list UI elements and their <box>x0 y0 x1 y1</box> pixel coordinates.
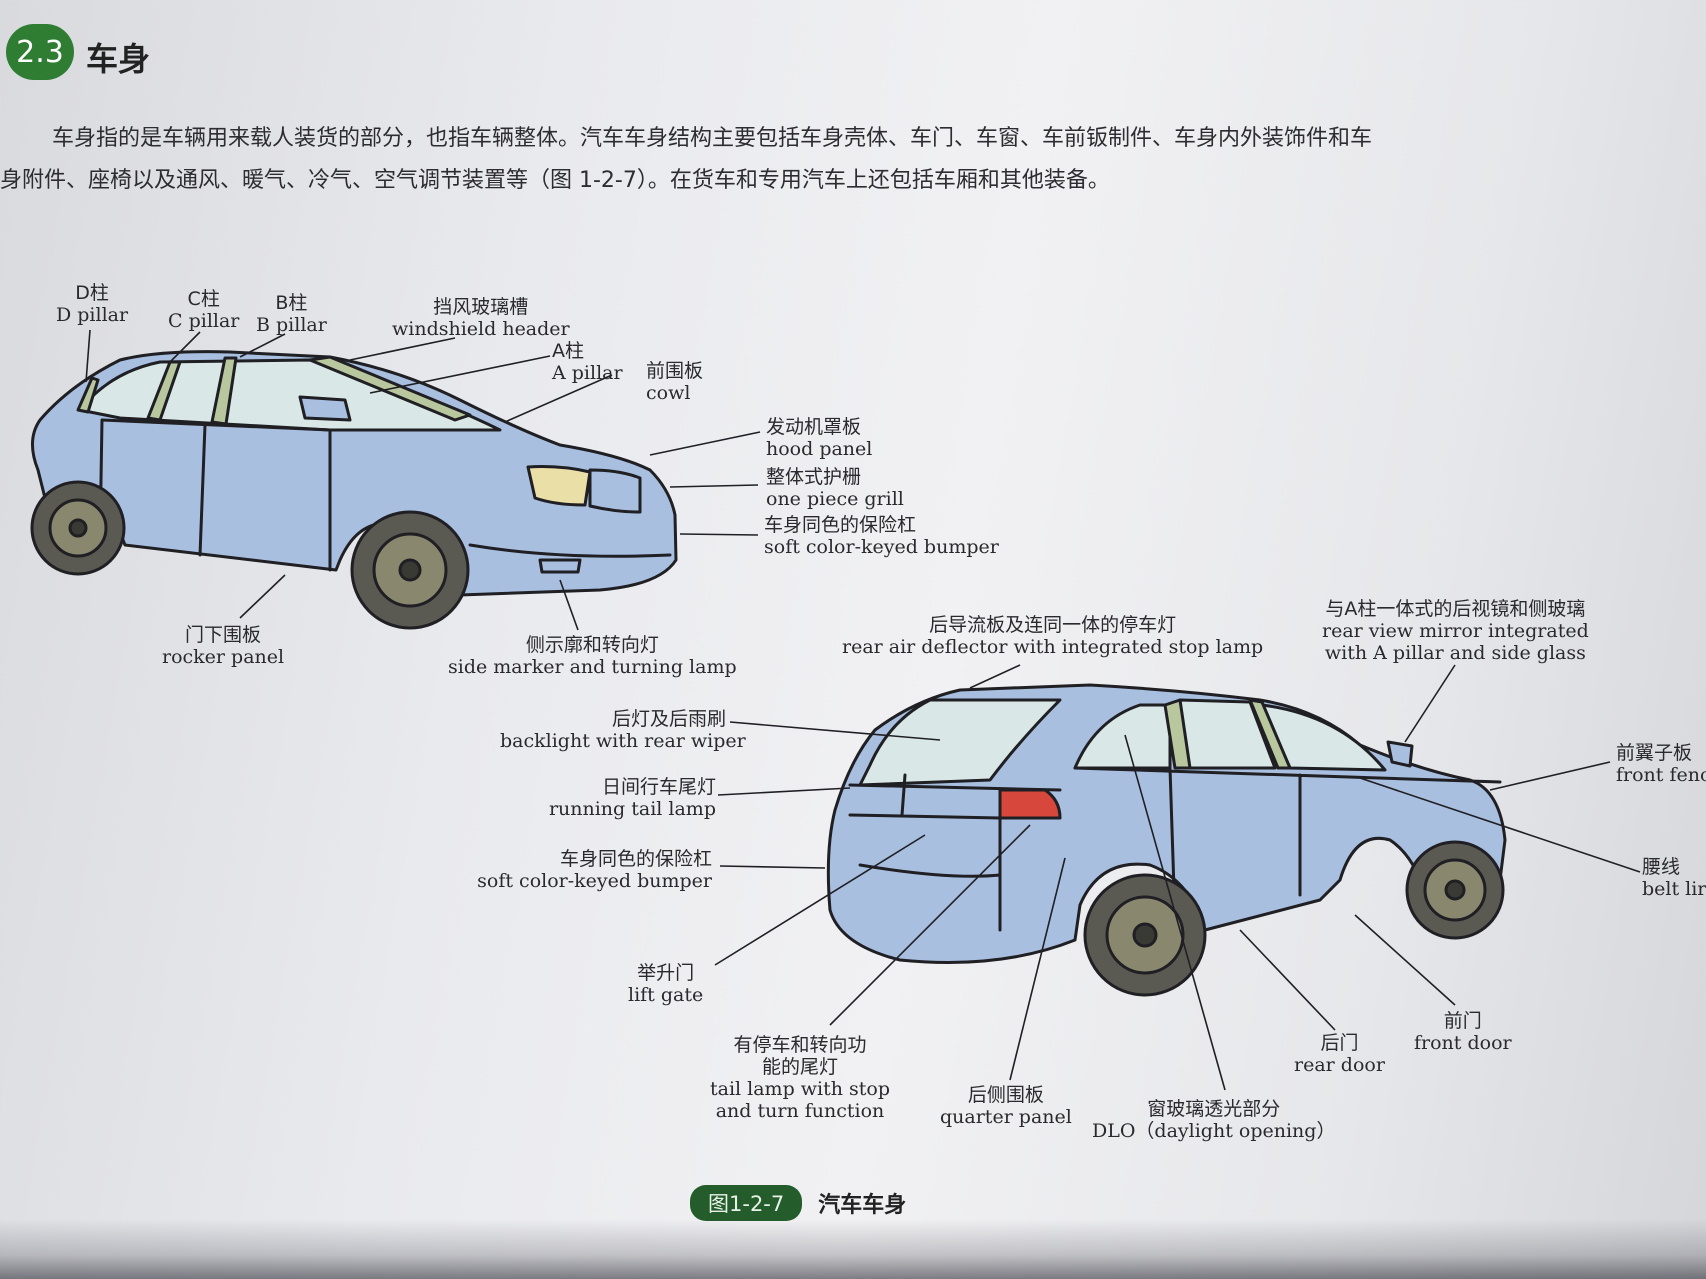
section-title: 车身 <box>86 40 151 78</box>
rear-car-illustration <box>826 683 1507 997</box>
paragraph-line-2: 身附件、座椅以及通风、暖气、冷气、空气调节装置等（图 1-2-7）。在货车和专用… <box>0 168 1110 193</box>
front-car-illustration <box>30 350 678 630</box>
front-car-mirror <box>298 395 352 422</box>
figure-title: 汽车车身 <box>818 1193 907 1218</box>
front-car-grill <box>588 468 642 514</box>
front-car-pillars <box>76 355 472 426</box>
leader-lines <box>85 329 1641 1091</box>
front-car-doors <box>98 418 332 572</box>
section-number-badge: 2.3 <box>6 24 74 80</box>
paragraph-line-1: 车身指的是车辆用来载人装货的部分，也指车辆整体。汽车车身结构主要包括车身壳体、车… <box>52 126 1373 151</box>
front-car-bumper <box>468 543 672 574</box>
rear-car-taillamp <box>998 788 1062 820</box>
intro-paragraph: 车身指的是车辆用来载人装货的部分，也指车辆整体。汽车车身结构主要包括车身壳体、车… <box>0 118 1706 202</box>
rear-car-lines <box>848 766 1502 932</box>
rear-car-pillars <box>1163 698 1292 770</box>
rear-car-side-glass <box>1073 698 1387 772</box>
figure-caption: 图1-2-7 汽车车身 <box>690 1185 906 1221</box>
figure-number: 图1-2-7 <box>690 1185 803 1221</box>
rear-car-mirror <box>1386 740 1414 768</box>
page-edge-shadow <box>0 1219 1706 1279</box>
front-car-headlamp <box>526 465 592 507</box>
